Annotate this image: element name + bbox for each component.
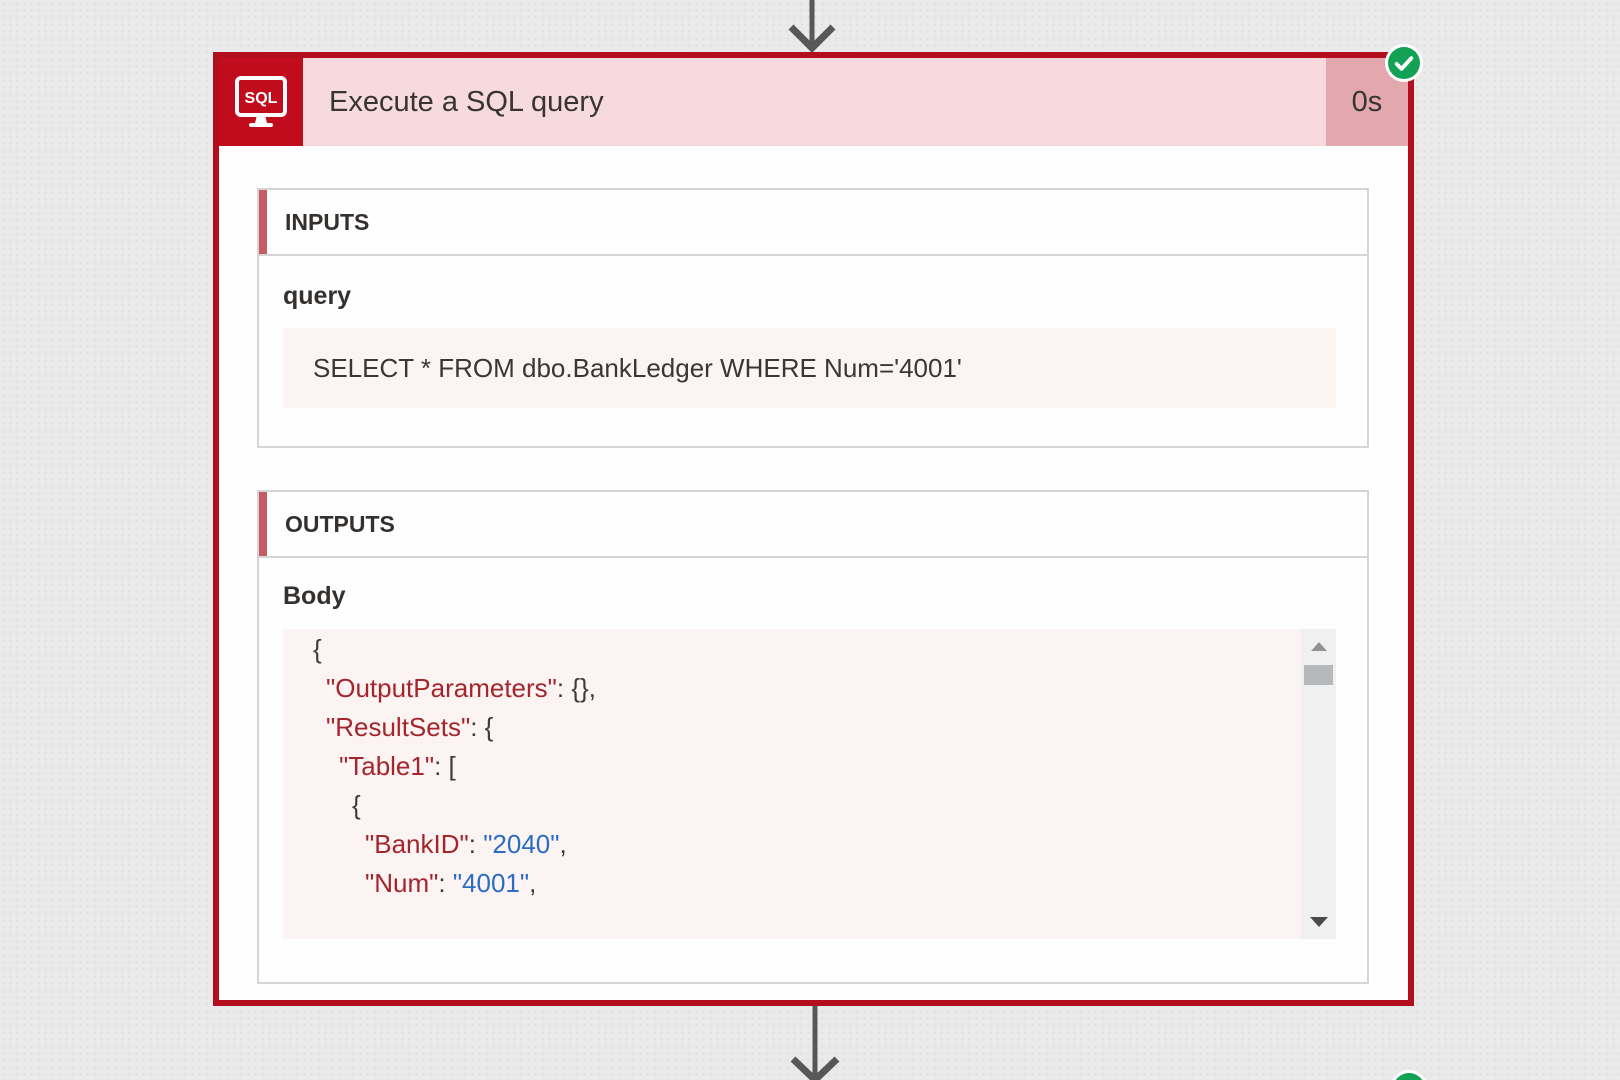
json-token-punct: : bbox=[468, 829, 484, 859]
json-line: "Table1": [ bbox=[283, 747, 1336, 786]
next-action-success-badge bbox=[1390, 1070, 1428, 1080]
json-token-punct: : [ bbox=[434, 751, 456, 781]
body-field-label: Body bbox=[283, 582, 346, 610]
query-field-label: query bbox=[283, 282, 352, 310]
json-token-key: "OutputParameters" bbox=[326, 673, 557, 703]
json-token-punct: { bbox=[352, 790, 361, 820]
checkmark-icon bbox=[1394, 55, 1414, 71]
inputs-section: INPUTS query SELECT * FROM dbo.BankLedge… bbox=[257, 188, 1369, 448]
json-token-key: "Table1" bbox=[339, 751, 435, 781]
json-token-punct: : { bbox=[470, 712, 494, 742]
json-line: "ResultSets": { bbox=[283, 708, 1336, 747]
sql-icon-label: SQL bbox=[245, 90, 278, 107]
triangle-down-icon bbox=[1309, 917, 1328, 927]
connector-arrow-top bbox=[788, 0, 836, 53]
sql-connector-icon: SQL bbox=[219, 58, 303, 146]
json-line: { bbox=[283, 786, 1336, 825]
sql-monitor-icon: SQL bbox=[235, 76, 287, 127]
json-token-key: "BankID" bbox=[365, 829, 469, 859]
action-card-execute-sql-query: SQL Execute a SQL query 0s INPUTS query … bbox=[213, 52, 1414, 1006]
query-value-box: SELECT * FROM dbo.BankLedger WHERE Num='… bbox=[283, 328, 1336, 408]
json-token-punct: : bbox=[438, 868, 453, 898]
json-line: "OutputParameters": {}, bbox=[283, 669, 1336, 708]
outputs-section-label: OUTPUTS bbox=[285, 510, 395, 537]
json-token-punct: { bbox=[313, 634, 322, 664]
json-token-punct: : {}, bbox=[556, 673, 596, 703]
triangle-up-icon bbox=[1310, 641, 1327, 651]
scroll-up-button[interactable] bbox=[1301, 629, 1336, 663]
scroll-down-button[interactable] bbox=[1301, 905, 1336, 939]
connector-arrow-bottom bbox=[790, 1006, 840, 1080]
status-success-badge bbox=[1385, 44, 1423, 82]
inputs-section-header: INPUTS bbox=[259, 190, 1367, 256]
action-title: Execute a SQL query bbox=[303, 58, 1326, 146]
success-circle bbox=[1388, 47, 1420, 79]
scrollbar-thumb[interactable] bbox=[1304, 665, 1333, 685]
json-token-key: "Num" bbox=[365, 868, 439, 898]
json-line: { bbox=[283, 630, 1336, 669]
json-line: "BankID": "2040", bbox=[283, 825, 1336, 864]
json-token-string: "2040" bbox=[483, 829, 560, 859]
action-header[interactable]: SQL Execute a SQL query 0s bbox=[219, 58, 1408, 146]
outputs-section: OUTPUTS Body {"OutputParameters": {},"Re… bbox=[257, 490, 1369, 984]
body-value-box: {"OutputParameters": {},"ResultSets": {"… bbox=[283, 629, 1336, 939]
json-token-punct: , bbox=[529, 868, 537, 898]
next-success-circle bbox=[1393, 1073, 1425, 1080]
body-json-content: {"OutputParameters": {},"ResultSets": {"… bbox=[283, 629, 1336, 903]
inputs-section-label: INPUTS bbox=[285, 208, 370, 235]
json-token-string: "4001" bbox=[452, 868, 530, 898]
json-token-key: "ResultSets" bbox=[326, 712, 471, 742]
body-scrollbar[interactable] bbox=[1301, 629, 1336, 939]
json-line: "Num": "4001", bbox=[283, 864, 1336, 903]
json-token-punct: , bbox=[559, 829, 567, 859]
outputs-section-header: OUTPUTS bbox=[259, 492, 1367, 558]
